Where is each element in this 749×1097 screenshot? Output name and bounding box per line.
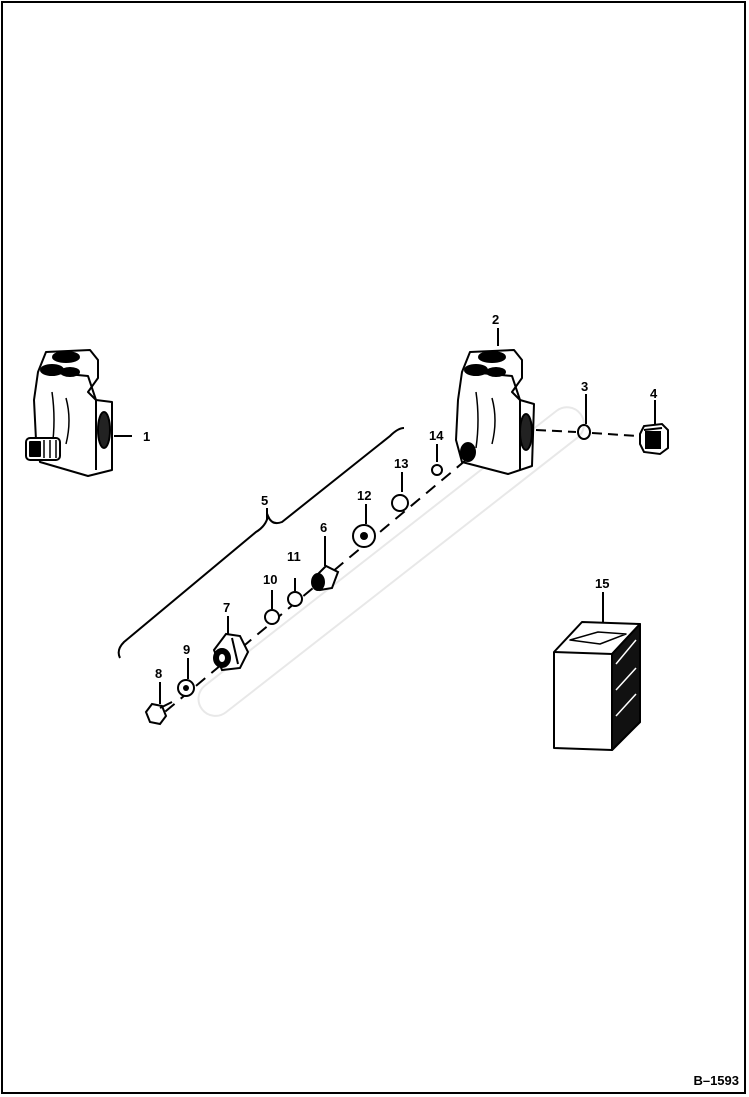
callout-5: 5: [261, 493, 268, 508]
callout-1: 1: [143, 429, 150, 444]
screw-8: [144, 701, 173, 726]
callout-8: 8: [155, 666, 162, 681]
watermark: [197, 406, 585, 717]
callout-10: 10: [263, 572, 277, 587]
callout-14: 14: [429, 428, 444, 443]
alignment-line-right: [535, 429, 639, 437]
callout-2: 2: [492, 312, 499, 327]
washer-9: [177, 679, 195, 697]
callout-6: 6: [320, 520, 327, 535]
callout-9: 9: [183, 642, 190, 657]
callout-15: 15: [595, 576, 609, 591]
washer-13: [391, 494, 409, 512]
poppet-6: [311, 564, 340, 592]
callout-12: 12: [357, 488, 371, 503]
callout-7: 7: [223, 600, 230, 615]
figure-id: B–1593: [693, 1073, 739, 1088]
relief-cartridge-7: [212, 632, 250, 672]
valve-body-left: [25, 349, 113, 477]
leader-lines: [114, 328, 656, 704]
o-ring: [577, 424, 591, 440]
alignment-line-diagonal: [159, 459, 467, 717]
washer-12: [352, 524, 376, 548]
valve-body-right: [455, 349, 535, 475]
callout-3: 3: [581, 379, 588, 394]
ring-11: [287, 591, 303, 607]
seal-kit-box: [553, 621, 641, 751]
callout-11: 11: [287, 549, 301, 564]
callout-4: 4: [650, 386, 658, 401]
ring-14: [431, 464, 443, 476]
callout-13: 13: [394, 456, 408, 471]
plug: [639, 422, 669, 456]
ring-10: [264, 609, 280, 625]
